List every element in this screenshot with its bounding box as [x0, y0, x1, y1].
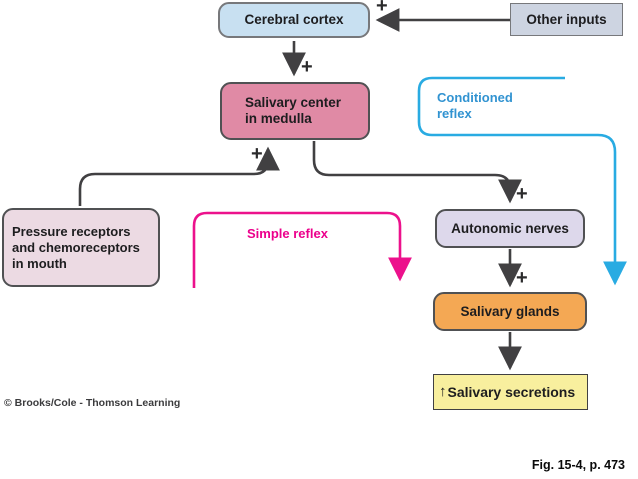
node-autonomic-nerves-label: Autonomic nerves	[451, 220, 569, 236]
node-autonomic-nerves: Autonomic nerves	[435, 209, 585, 248]
simple-reflex-label: Simple reflex	[247, 226, 407, 242]
node-salivary-glands: Salivary glands	[433, 292, 587, 331]
node-salivary-secretions: ↑ Salivary secretions	[433, 374, 588, 410]
simple-reflex-label-text: Simple reflex	[247, 226, 328, 241]
conditioned-reflex-label: Conditioned reflex	[437, 90, 547, 122]
node-pressure-receptors: Pressure receptors and chemoreceptors in…	[2, 208, 160, 287]
plus-sign-cortex-to-center: +	[301, 56, 313, 78]
arrow-salivary-center-to-autonomic-nerves	[312, 141, 522, 204]
arrow-pressure-receptors-to-salivary-center	[78, 146, 280, 206]
simple-reflex-bracket	[192, 211, 412, 288]
node-other-inputs-label: Other inputs	[526, 11, 607, 27]
node-cerebral-cortex-label: Cerebral cortex	[244, 12, 344, 28]
node-salivary-center: Salivary center in medulla	[220, 82, 370, 140]
node-pressure-receptors-line3: in mouth	[12, 255, 67, 271]
figure-caption: Fig. 15-4, p. 473	[531, 458, 625, 472]
node-salivary-glands-label: Salivary glands	[460, 303, 560, 319]
node-pressure-receptors-line1: Pressure receptors	[12, 223, 131, 239]
plus-sign-autonomic-to-glands: +	[516, 267, 528, 289]
node-salivary-center-line2: in medulla	[245, 111, 312, 126]
copyright-text: © Brooks/Cole - Thomson Learning	[4, 397, 181, 409]
plus-sign-receptors-to-center: +	[251, 143, 263, 165]
node-salivary-center-line1: Salivary center	[245, 95, 342, 111]
plus-sign-other-inputs: +	[376, 0, 388, 17]
node-salivary-secretions-label: Salivary secretions	[447, 383, 576, 400]
node-cerebral-cortex: Cerebral cortex	[218, 2, 370, 38]
increase-arrow-icon: ↑	[439, 383, 447, 401]
conditioned-reflex-label-line2: reflex	[437, 106, 472, 121]
conditioned-reflex-label-line1: Conditioned	[437, 90, 513, 105]
plus-sign-center-to-autonomic: +	[516, 183, 528, 205]
conditioned-reflex-bracket	[417, 76, 627, 286]
node-other-inputs: Other inputs	[510, 3, 623, 36]
node-pressure-receptors-line2: and chemoreceptors	[12, 239, 140, 255]
